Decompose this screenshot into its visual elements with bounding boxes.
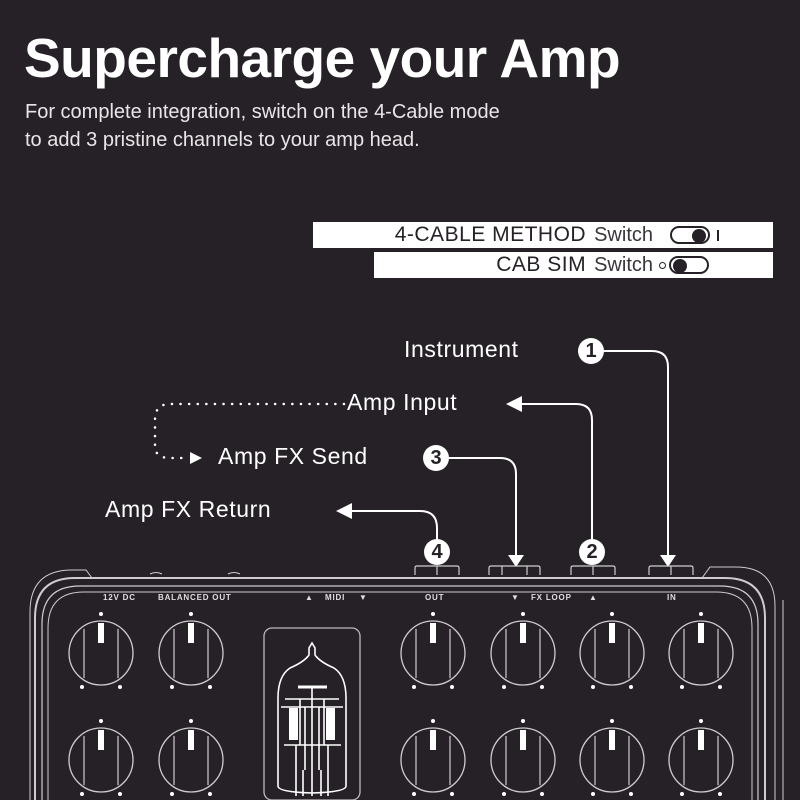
four-cable-toggle-wrap: [653, 226, 763, 244]
dc-jack-label: 12V DC: [103, 593, 136, 602]
knob[interactable]: [68, 612, 134, 689]
four-cable-toggle[interactable]: [670, 226, 710, 244]
cab-sim-switch-row: CAB SIM Switch: [374, 252, 773, 278]
cab-sim-label: CAB SIM: [496, 253, 587, 276]
four-cable-switch-row: 4-CABLE METHOD Switch: [313, 222, 773, 248]
on-indicator-icon: [717, 229, 719, 241]
page-title: Supercharge your Amp: [24, 27, 621, 89]
knob[interactable]: [579, 719, 645, 796]
toggle-thumb: [673, 259, 687, 273]
knob[interactable]: [158, 612, 224, 689]
knob[interactable]: [579, 612, 645, 689]
subtitle-line-1: For complete integration, switch on the …: [25, 101, 500, 123]
fx-loop-down-icon: ▼: [511, 593, 520, 602]
instrument-in-jack[interactable]: [649, 564, 693, 576]
out-label: OUT: [425, 593, 445, 602]
balanced-out-label: BALANCED OUT: [158, 593, 232, 602]
amp-input-label: Amp Input: [347, 389, 458, 415]
instrument-label: Instrument: [404, 336, 519, 362]
off-indicator-icon: [659, 261, 666, 269]
knob[interactable]: [668, 719, 734, 796]
amp-fx-send-label: Amp FX Send: [218, 443, 368, 469]
number-3-badge: 3: [423, 445, 449, 471]
knob[interactable]: [490, 612, 556, 689]
knob[interactable]: [490, 719, 556, 796]
amp-fx-return-label: Amp FX Return: [105, 496, 272, 522]
midi-down-icon: ▼: [359, 593, 368, 602]
knob[interactable]: [400, 612, 466, 689]
fx-return-jack[interactable]: [415, 564, 459, 576]
number-1-badge: 1: [578, 338, 604, 364]
number-4-badge: 4: [424, 539, 450, 565]
fx-send-jack[interactable]: [489, 564, 540, 576]
page-subtitle: For complete integration, switch on the …: [25, 98, 500, 154]
amp-input-jack[interactable]: [571, 564, 615, 576]
midi-up-icon: ▲: [305, 593, 314, 602]
knob[interactable]: [668, 612, 734, 689]
four-cable-method-label: 4-CABLE METHOD: [394, 223, 587, 246]
switch-word: Switch: [594, 223, 653, 246]
subtitle-line-2: to add 3 pristine channels to your amp h…: [25, 129, 420, 151]
knob-group: [68, 612, 734, 796]
number-2-badge: 2: [579, 539, 605, 565]
knob[interactable]: [68, 719, 134, 796]
switch-word: Switch: [594, 253, 653, 276]
cab-sim-toggle-wrap: [653, 256, 763, 274]
midi-label: MIDI: [325, 593, 346, 602]
toggle-thumb: [692, 229, 706, 243]
knob[interactable]: [158, 719, 224, 796]
fx-loop-label: FX LOOP: [531, 593, 572, 602]
knob[interactable]: [400, 719, 466, 796]
in-label: IN: [667, 593, 677, 602]
cab-sim-toggle[interactable]: [669, 256, 709, 274]
fx-loop-up-icon: ▲: [589, 593, 598, 602]
